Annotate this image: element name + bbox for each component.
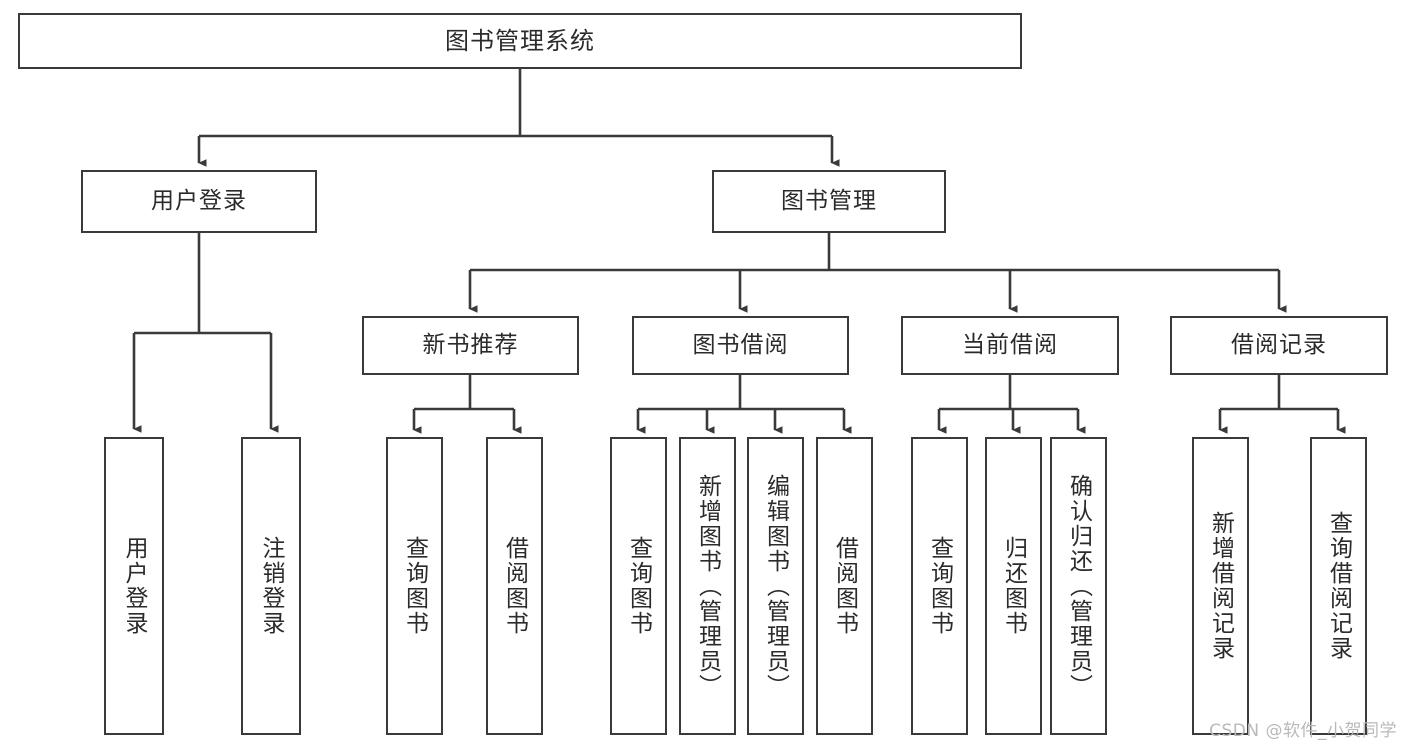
leaf-label: 编辑图书（管理员） bbox=[762, 473, 789, 699]
leaf-label: 查询图书 bbox=[401, 536, 428, 636]
leaf-label: 查询图书 bbox=[926, 536, 953, 636]
leaf-borrow-book[interactable]: 借阅图书 bbox=[816, 437, 873, 735]
leaf-confirm-return-admin[interactable]: 确认归还（管理员） bbox=[1050, 437, 1107, 735]
leaf-label: 归还图书 bbox=[1000, 536, 1027, 636]
leaf-label: 用户登录 bbox=[121, 536, 148, 636]
leaf-query-book-current[interactable]: 查询图书 bbox=[911, 437, 968, 735]
leaf-user-logout[interactable]: 注销登录 bbox=[241, 437, 301, 735]
leaf-edit-book-admin[interactable]: 编辑图书（管理员） bbox=[747, 437, 804, 735]
node-current-borrow[interactable]: 当前借阅 bbox=[901, 316, 1119, 375]
node-book-borrow[interactable]: 图书借阅 bbox=[632, 316, 849, 375]
leaf-label: 新增图书（管理员） bbox=[694, 473, 721, 699]
leaf-label: 查询图书 bbox=[625, 536, 652, 636]
leaf-user-login[interactable]: 用户登录 bbox=[104, 437, 164, 735]
leaf-add-book-admin[interactable]: 新增图书（管理员） bbox=[679, 437, 736, 735]
leaf-add-borrow-record[interactable]: 新增借阅记录 bbox=[1192, 437, 1249, 735]
node-book-management[interactable]: 图书管理 bbox=[712, 170, 946, 233]
leaf-borrow-book-recommend[interactable]: 借阅图书 bbox=[486, 437, 543, 735]
node-user-login[interactable]: 用户登录 bbox=[81, 170, 317, 233]
leaf-return-book[interactable]: 归还图书 bbox=[985, 437, 1042, 735]
node-root-system[interactable]: 图书管理系统 bbox=[18, 13, 1022, 69]
leaf-label: 确认归还（管理员） bbox=[1065, 473, 1092, 699]
node-borrow-record[interactable]: 借阅记录 bbox=[1170, 316, 1388, 375]
leaf-label: 查询借阅记录 bbox=[1325, 511, 1352, 661]
leaf-label: 注销登录 bbox=[258, 536, 285, 636]
leaf-query-book-borrow[interactable]: 查询图书 bbox=[610, 437, 667, 735]
csdn-watermark: CSDN @软件_小贺同学 bbox=[1209, 721, 1397, 741]
leaf-query-borrow-record[interactable]: 查询借阅记录 bbox=[1310, 437, 1367, 735]
leaf-query-book-recommend[interactable]: 查询图书 bbox=[386, 437, 443, 735]
leaf-label: 新增借阅记录 bbox=[1207, 511, 1234, 661]
leaf-label: 借阅图书 bbox=[831, 536, 858, 636]
node-new-book-recommend[interactable]: 新书推荐 bbox=[362, 316, 579, 375]
leaf-label: 借阅图书 bbox=[501, 536, 528, 636]
